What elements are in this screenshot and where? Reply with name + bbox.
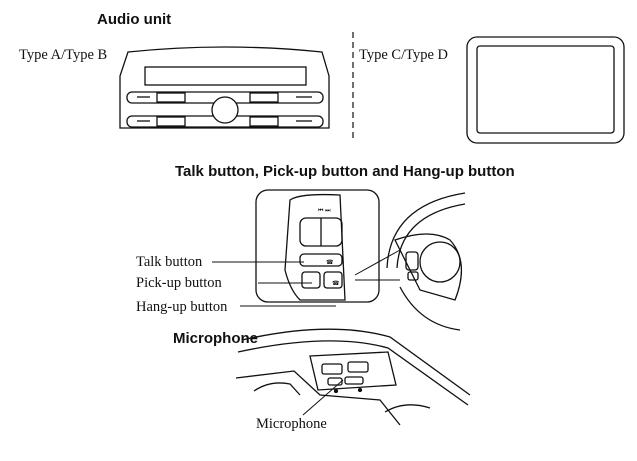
talk-pickup-hangup-heading: Talk button, Pick-up button and Hang-up …: [175, 163, 515, 180]
hangup-button-label: Hang-up button: [136, 299, 228, 315]
audio-unit-type-cd-illustration: [466, 36, 625, 144]
microphone-label: Microphone: [256, 416, 327, 432]
talk-button-label: Talk button: [136, 254, 203, 270]
svg-text:⏮ ⏭: ⏮ ⏭: [318, 208, 331, 214]
microphone-heading: Microphone: [173, 330, 258, 347]
audio-unit-heading: Audio unit: [97, 11, 172, 28]
svg-text:☎: ☎: [332, 280, 340, 287]
type-ab-label: Type A/Type B: [19, 47, 108, 63]
steering-wheel-switch-illustration: ⏮ ⏭ ☎ ☎: [212, 189, 466, 331]
pickup-button-label: Pick-up button: [136, 275, 222, 291]
overhead-console-microphone-illustration: [235, 328, 471, 426]
type-cd-label: Type C/Type D: [359, 47, 448, 63]
svg-text:☎: ☎: [326, 259, 334, 266]
audio-unit-type-ab-illustration: [119, 46, 330, 129]
